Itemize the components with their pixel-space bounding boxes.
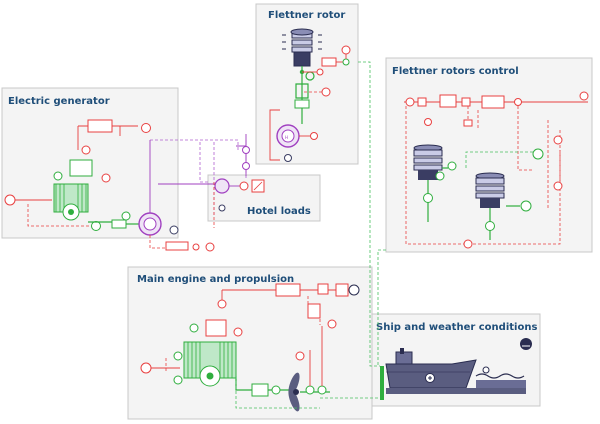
- rotor-2-icon: [475, 172, 505, 208]
- panel-title-ship-weather: Ship and weather conditions: [376, 322, 537, 333]
- hotel-load-icon: [214, 178, 230, 194]
- panel-title-main-engine: Main engine and propulsion: [137, 274, 294, 285]
- propeller-icon: [288, 372, 300, 412]
- svg-text:H: H: [285, 135, 288, 140]
- panel-main-engine: Main engine and propulsion: [127, 266, 373, 420]
- interconnect-lines: [150, 61, 386, 399]
- panel-title-electric-generator: Electric generator: [8, 96, 110, 107]
- flettner-control-block: [404, 91, 589, 249]
- panel-title-flettner-control: Flettner rotors control: [392, 66, 519, 77]
- ship-speed-icon: [348, 284, 360, 296]
- flettner-rotor-block: H: [269, 28, 351, 162]
- ship-hull-icon: [385, 348, 477, 389]
- waves-icon: [386, 373, 526, 394]
- ship-block: [380, 338, 532, 400]
- panel-title-flettner-rotor: Flettner rotor: [268, 10, 345, 21]
- electric-generator-block: [4, 119, 215, 252]
- weather-icon: [520, 338, 532, 350]
- panel-title-hotel-loads: Hotel loads: [247, 206, 311, 217]
- main-engine-icon: [183, 341, 237, 387]
- hotel-loads-block: [214, 140, 265, 212]
- generator-engine-icon: [53, 183, 89, 221]
- main-engine-block: [140, 283, 360, 412]
